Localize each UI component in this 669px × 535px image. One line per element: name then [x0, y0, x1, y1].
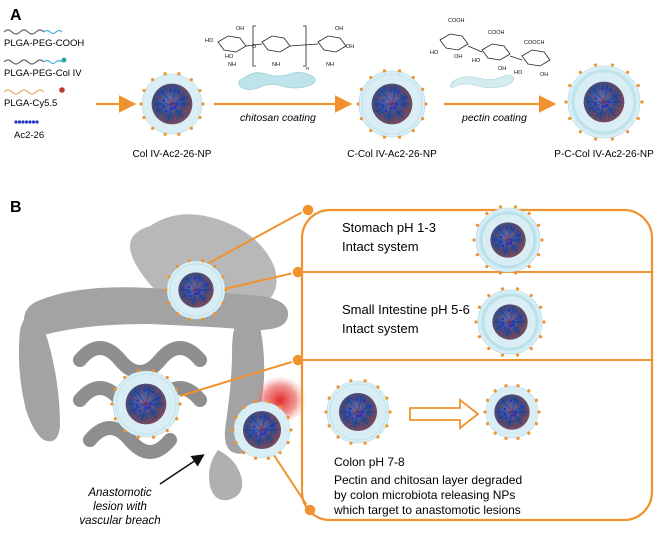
- svg-text:COOH: COOH: [448, 18, 465, 24]
- step-chitosan-label: chitosan coating: [240, 112, 316, 124]
- svg-text:HO: HO: [225, 54, 234, 60]
- legend-text: PLGA-PEG-COOH: [4, 38, 84, 49]
- panel-a-label: A: [10, 7, 22, 24]
- svg-text:HO: HO: [514, 70, 523, 76]
- svg-text:OH: OH: [540, 72, 548, 78]
- svg-text:HO: HO: [472, 58, 481, 64]
- svg-text:NH: NH: [272, 62, 280, 68]
- pectin-chain-icon: [450, 74, 515, 89]
- svg-text:OH: OH: [346, 44, 354, 50]
- compartment-subtitle: Intact system: [342, 239, 419, 254]
- legend: PLGA-PEG-COOH PLGA-PEG-Col IV PLGA-Cy5.5…: [3, 29, 84, 141]
- legend-text: PLGA-PEG-Col IV: [4, 68, 82, 79]
- step-pectin-label: pectin coating: [461, 112, 527, 124]
- np-c-col-iv-ac2-26: [356, 69, 428, 139]
- chitosan-labels: HO HO OH O NH NH NH n OH OH: [205, 26, 354, 72]
- col-iv-dot-icon: [61, 57, 67, 63]
- legend-item-plga-peg-col-iv: PLGA-PEG-Col IV: [3, 57, 82, 79]
- compartment-title: Colon pH 7-8: [334, 455, 405, 469]
- svg-text:NH: NH: [326, 62, 334, 68]
- np-col-iv-ac2-26: [139, 72, 205, 136]
- chitosan-structure: [217, 25, 347, 67]
- legend-item-plga-cy55: PLGA-Cy5.5: [3, 87, 65, 109]
- svg-text:COOCH: COOCH: [524, 40, 545, 46]
- legend-text: Ac2-26: [14, 130, 44, 141]
- pectin-labels: COOH COOH COOCH HO OH HO OH HO OH: [430, 18, 548, 78]
- svg-text:OH: OH: [454, 54, 462, 60]
- np-intestine-compartment: [474, 287, 546, 357]
- svg-text:lesion with: lesion with: [93, 501, 147, 513]
- compartment-title: Small Intestine pH 5-6: [342, 302, 470, 317]
- legend-item-plga-peg-cooh: PLGA-PEG-COOH: [3, 29, 84, 49]
- np-colon-coated: [324, 379, 392, 445]
- compartment-small-intestine: Small Intestine pH 5-6 Intact system: [342, 302, 470, 336]
- compartment-frame: [300, 208, 654, 522]
- svg-text:OH: OH: [335, 26, 343, 32]
- svg-text:n: n: [306, 66, 309, 72]
- compartment-subtitle: Intact system: [342, 321, 419, 336]
- np-ascending-colon: [110, 369, 182, 439]
- annotation-lesion: Anastomotic lesion with vascular breach: [79, 487, 160, 527]
- np-colon-released: [483, 384, 541, 440]
- gi-tract: [18, 214, 289, 501]
- pectin-structure: [439, 33, 551, 67]
- svg-text:HO: HO: [205, 38, 214, 44]
- compartment-line: Pectin and chitosan layer degraded: [334, 473, 522, 487]
- compartment-colon: Colon pH 7-8 Pectin and chitosan layer d…: [333, 455, 522, 517]
- svg-text:OH: OH: [236, 26, 244, 32]
- np-stomach-compartment: [472, 205, 544, 275]
- np-p-c-col-iv-ac2-26: [564, 63, 644, 141]
- svg-text:O: O: [252, 44, 257, 50]
- legend-item-ac2-26: Ac2-26: [14, 120, 44, 141]
- svg-text:COOH: COOH: [488, 30, 505, 36]
- legend-text: PLGA-Cy5.5: [4, 98, 57, 109]
- compartment-line: by colon microbiota releasing NPs: [334, 488, 515, 502]
- panel-b-label: B: [10, 199, 22, 216]
- cy55-dot-icon: [59, 87, 65, 93]
- np-stomach-region: [164, 259, 228, 321]
- compartment-line: which target to anastomotic lesions: [333, 503, 521, 517]
- svg-text:NH: NH: [228, 62, 236, 68]
- np-label-3: P-C-Col IV-Ac2-26-NP: [554, 149, 654, 160]
- chitosan-chain-icon: [238, 72, 316, 90]
- release-arrow-icon: [409, 398, 480, 430]
- np-lesion-target: [231, 400, 293, 460]
- np-label-2: C-Col IV-Ac2-26-NP: [347, 149, 437, 160]
- compartment-title: Stomach pH 1-3: [342, 220, 436, 235]
- annotation-arrow: [159, 454, 205, 485]
- svg-text:Anastomotic: Anastomotic: [87, 487, 152, 499]
- svg-text:HO: HO: [430, 50, 439, 56]
- svg-text:OH: OH: [498, 66, 506, 72]
- svg-text:vascular breach: vascular breach: [79, 515, 160, 527]
- compartment-stomach: Stomach pH 1-3 Intact system: [342, 220, 436, 254]
- np-label-1: Col IV-Ac2-26-NP: [133, 149, 212, 160]
